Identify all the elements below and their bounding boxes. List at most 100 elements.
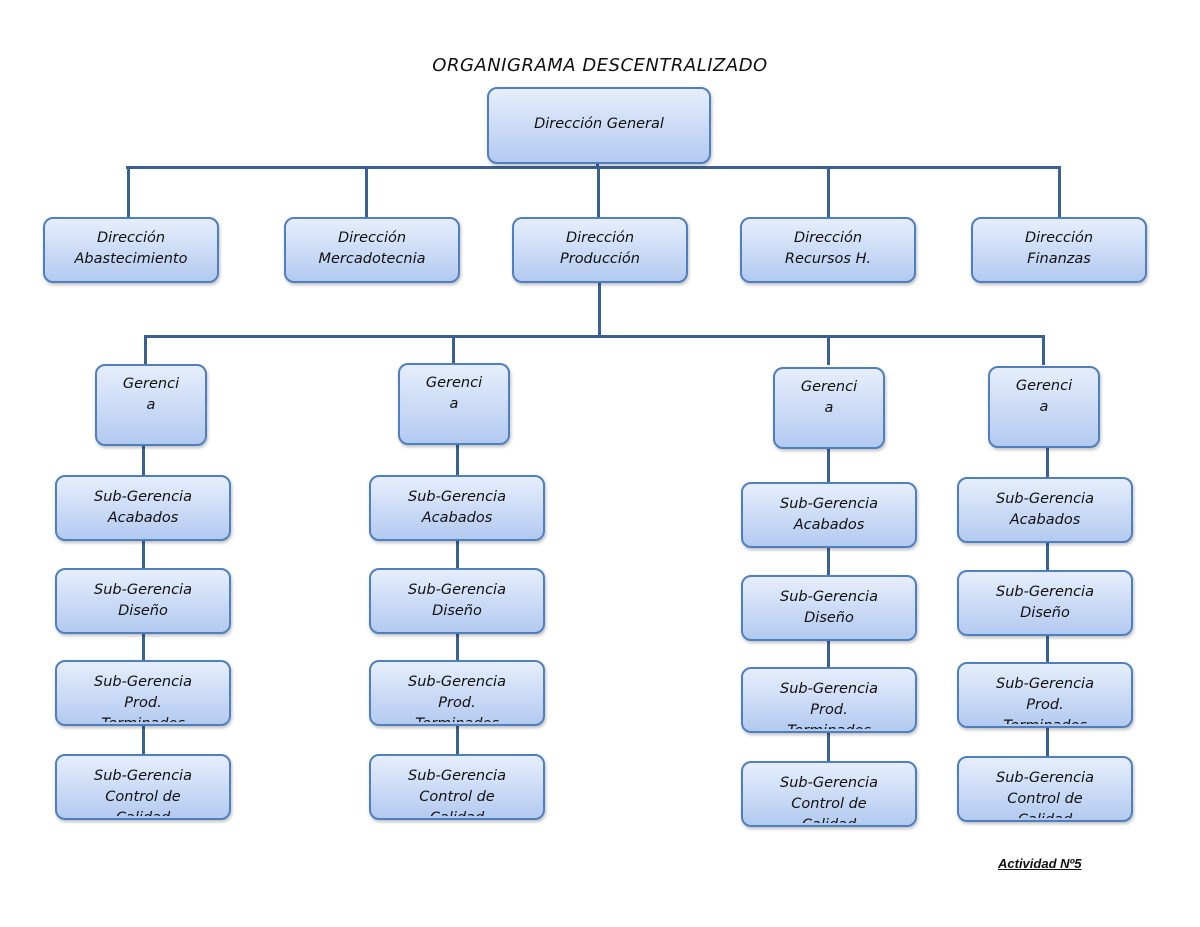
box-text-line: Sub-Gerencia	[780, 775, 878, 791]
box-text-line: Control de	[791, 796, 867, 812]
box-text-line: Finanzas	[1027, 251, 1091, 267]
connector-line	[452, 335, 455, 365]
connector-line	[127, 166, 130, 217]
connector-line	[126, 166, 1061, 169]
connector-line	[142, 632, 145, 660]
box-text-line: Terminados	[371, 714, 543, 722]
box-text-line: Dirección	[337, 230, 407, 246]
box-text-line: Diseño	[1020, 605, 1070, 621]
box-text-line: Sub-Gerencia	[996, 770, 1094, 786]
box-text-line: Acabados	[793, 517, 865, 533]
connector-line	[827, 447, 830, 482]
box-text-line: Terminados	[57, 714, 229, 722]
box-text-line: Diseño	[432, 603, 482, 619]
connector-line	[827, 335, 830, 365]
connector-line	[456, 539, 459, 568]
box-text-line: Sub-Gerencia	[996, 676, 1094, 692]
box-text-line: Terminados	[743, 721, 915, 729]
connector-line	[365, 166, 368, 217]
box-text-line: Calidad	[743, 815, 915, 823]
box-text-line: Acabados	[107, 510, 179, 526]
connector-line	[827, 731, 830, 761]
connector-line	[827, 639, 830, 667]
box-text-line: Dirección	[793, 230, 863, 246]
box-direccion-general: Dirección General	[487, 87, 711, 164]
box-text-line: Dirección	[565, 230, 635, 246]
box-text-line: Mercadotecnia	[318, 251, 426, 267]
box-text-line: Acabados	[1009, 512, 1081, 528]
box-text-line: Dirección General	[534, 116, 664, 132]
box-text-line: Producción	[559, 251, 640, 267]
box-text-line: Sub-Gerencia	[780, 496, 878, 512]
connector-line	[827, 166, 830, 217]
connector-line	[144, 335, 1044, 338]
box-text-line: Sub-Gerencia	[408, 489, 506, 505]
box-text-line: Recursos H.	[784, 251, 872, 267]
box-text-line: Control de	[419, 789, 495, 805]
box-text-line: Calidad	[57, 808, 229, 816]
box-text-line: Dirección	[1024, 230, 1094, 246]
box-text-line: Dirección	[96, 230, 166, 246]
box-text-line: Sub-Gerencia	[780, 681, 878, 697]
activity-label: Actividad Nº5	[998, 856, 1082, 871]
box-text-line: Terminados	[959, 716, 1131, 724]
box-text-line: Prod.	[124, 695, 162, 711]
box-text-line: Sub-Gerencia	[996, 584, 1094, 600]
box-text-line: Calidad	[371, 808, 543, 816]
box-text-line: Diseño	[804, 610, 854, 626]
connector-line	[1046, 541, 1049, 570]
connector-line	[142, 539, 145, 568]
chart-title: ORGANIGRAMA DESCENTRALIZADO	[432, 55, 768, 76]
box-text-line: a	[449, 396, 459, 412]
box-text-line: Prod.	[438, 695, 476, 711]
box-text-line: a	[1039, 399, 1049, 415]
box-text-line: Acabados	[421, 510, 493, 526]
connector-line	[456, 724, 459, 754]
box-text-line: Prod.	[1026, 697, 1064, 713]
connector-line	[142, 444, 145, 475]
connector-line	[1046, 446, 1049, 477]
box-text-line: Sub-Gerencia	[996, 491, 1094, 507]
box-text-line: Sub-Gerencia	[408, 674, 506, 690]
box-text-line: Sub-Gerencia	[94, 768, 192, 784]
box-text-line: Abastecimiento	[74, 251, 188, 267]
box-text-line: a	[824, 400, 834, 416]
box-text-line: Sub-Gerencia	[94, 674, 192, 690]
box-text-line: Sub-Gerencia	[94, 489, 192, 505]
box-text-line: Sub-Gerencia	[780, 589, 878, 605]
box-text-line: Sub-Gerencia	[408, 768, 506, 784]
connector-line	[1058, 166, 1061, 217]
box-text-line: Calidad	[959, 810, 1131, 818]
connector-line	[598, 283, 601, 337]
connector-line	[827, 546, 830, 575]
box-text-line: Gerenci	[1015, 378, 1073, 394]
box-text-line: Sub-Gerencia	[94, 582, 192, 598]
connector-line	[142, 724, 145, 754]
box-text-line: a	[146, 397, 156, 413]
connector-line	[597, 166, 600, 217]
connector-line	[456, 632, 459, 660]
connector-line	[1042, 335, 1045, 365]
